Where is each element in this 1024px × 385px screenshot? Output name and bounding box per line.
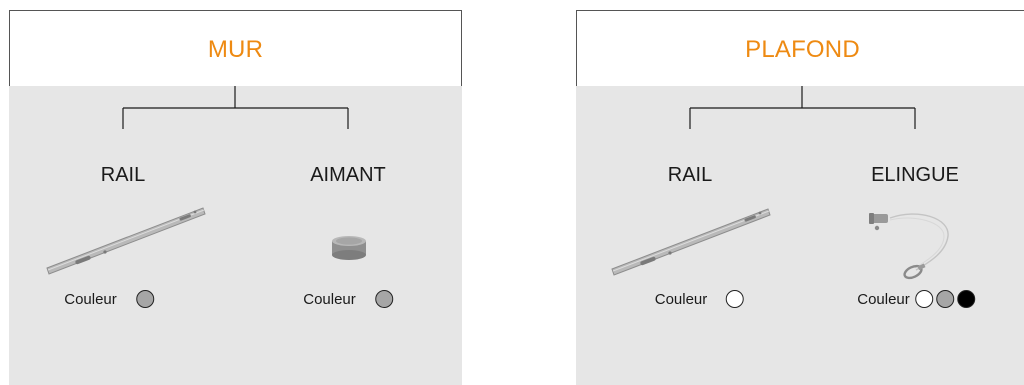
color-swatch-white[interactable] bbox=[725, 290, 744, 308]
swatch-group bbox=[135, 290, 154, 308]
item-label-aimant: AIMANT bbox=[310, 164, 386, 186]
color-swatch-white[interactable] bbox=[914, 290, 933, 308]
color-label: Couleur bbox=[303, 290, 356, 308]
swatch-group bbox=[914, 290, 975, 308]
panel-title: PLAFOND bbox=[745, 35, 860, 63]
cable-sling-icon bbox=[869, 213, 949, 280]
rail-icon bbox=[611, 208, 771, 276]
panel-header: MUR bbox=[9, 10, 462, 86]
panel-plafond: PLAFOND RAIL Couleur ELINGUE bbox=[576, 10, 1024, 385]
item-label-rail: RAIL bbox=[100, 164, 146, 186]
color-row: Couleur bbox=[303, 290, 393, 308]
panel-body: RAIL Couleur ELINGUE Couleur bbox=[576, 86, 1024, 385]
color-swatch-black[interactable] bbox=[956, 290, 975, 308]
tree-connector bbox=[122, 86, 349, 129]
color-row: Couleur bbox=[857, 290, 975, 308]
color-swatch-grey[interactable] bbox=[935, 290, 954, 308]
color-label: Couleur bbox=[857, 290, 910, 308]
rail-icon bbox=[46, 207, 206, 275]
color-swatch-grey[interactable] bbox=[135, 290, 154, 308]
color-label: Couleur bbox=[64, 290, 117, 308]
swatch-group bbox=[725, 290, 744, 308]
tree-connector bbox=[689, 86, 916, 129]
color-label: Couleur bbox=[654, 290, 708, 308]
color-row: Couleur bbox=[64, 290, 154, 308]
panel-mur: MUR RAIL Couleur AIMANT bbox=[9, 10, 462, 385]
panel-title: MUR bbox=[207, 35, 264, 63]
panel-header: PLAFOND bbox=[576, 10, 1024, 86]
panel-body: RAIL Couleur AIMANT Couleur bbox=[9, 86, 462, 385]
item-label-rail: RAIL bbox=[667, 164, 713, 186]
magnet-icon bbox=[332, 236, 366, 260]
color-row: Couleur bbox=[655, 290, 744, 308]
color-swatch-grey[interactable] bbox=[374, 290, 393, 308]
swatch-group bbox=[374, 290, 393, 308]
item-label-elingue: ELINGUE bbox=[871, 164, 959, 186]
